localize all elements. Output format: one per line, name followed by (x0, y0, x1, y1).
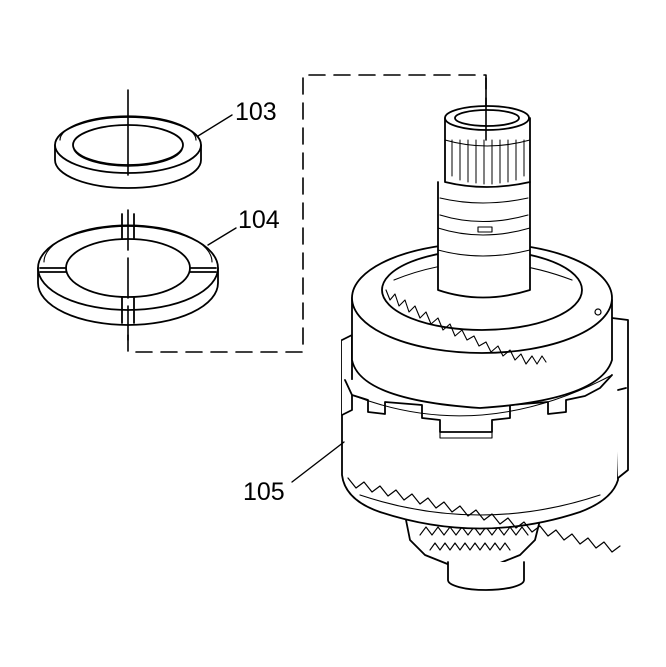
leader-line-103 (197, 114, 233, 137)
thrust-washer-part (54, 89, 202, 189)
leader-line-104 (207, 227, 237, 246)
leader-line-105 (291, 441, 345, 483)
carrier-assembly-part (341, 77, 629, 591)
callout-label-104: 104 (238, 206, 280, 234)
callout-label-105: 105 (243, 478, 285, 506)
thrust-bearing-part (37, 209, 219, 341)
callout-label-103: 103 (235, 98, 277, 126)
